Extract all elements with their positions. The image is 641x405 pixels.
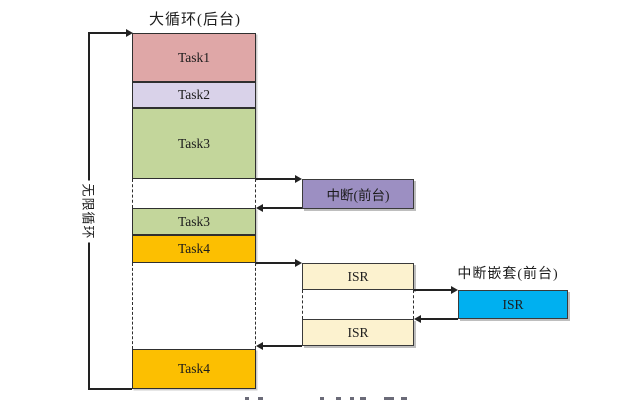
caption-fragment — [258, 397, 263, 400]
loop-bracket-bottom-line — [88, 388, 132, 390]
nested-interrupt-title: 中断嵌套(前台) — [457, 267, 559, 282]
caption-fragment — [336, 397, 341, 400]
caption-fragment — [360, 397, 366, 400]
arrow-nested-isr-return-to-isr — [414, 315, 458, 322]
interrupt-box: 中断(前台) — [302, 179, 414, 209]
caption-fragment — [320, 397, 324, 400]
arrow-isr-return-to-task4 — [256, 342, 302, 349]
caption-fragment — [401, 397, 407, 400]
arrow-isr-to-nested-isr — [414, 286, 458, 293]
nested-isr-box: ISR — [458, 290, 568, 319]
task3-block: Task3 — [132, 108, 256, 179]
infinite-loop-label-wrap: 无限循环 — [62, 180, 115, 243]
isr-suspended-gap — [302, 290, 414, 319]
suspended-gap-interrupt — [132, 179, 256, 208]
infinite-loop-label: 无限循环 — [78, 180, 100, 243]
task3-resume-block: Task3 — [132, 208, 256, 235]
arrow-task3-to-interrupt — [256, 175, 302, 182]
task4-resume-block: Task4 — [132, 349, 256, 389]
arrow-interrupt-return-to-task3 — [256, 204, 302, 211]
task1-block: Task1 — [132, 33, 256, 82]
isr-first-box: ISR — [302, 263, 414, 290]
task4-block: Task4 — [132, 235, 256, 263]
caption-fragment — [350, 397, 354, 400]
arrow-task4-to-isr — [256, 259, 302, 266]
caption-fragment — [384, 397, 394, 400]
main-loop-title: 大循环(后台) — [149, 12, 241, 28]
loop-entry-arrow — [88, 29, 133, 36]
suspended-gap-isr — [132, 263, 256, 349]
isr-second-box: ISR — [302, 319, 414, 346]
caption-fragment — [245, 397, 249, 400]
task2-block: Task2 — [132, 82, 256, 108]
